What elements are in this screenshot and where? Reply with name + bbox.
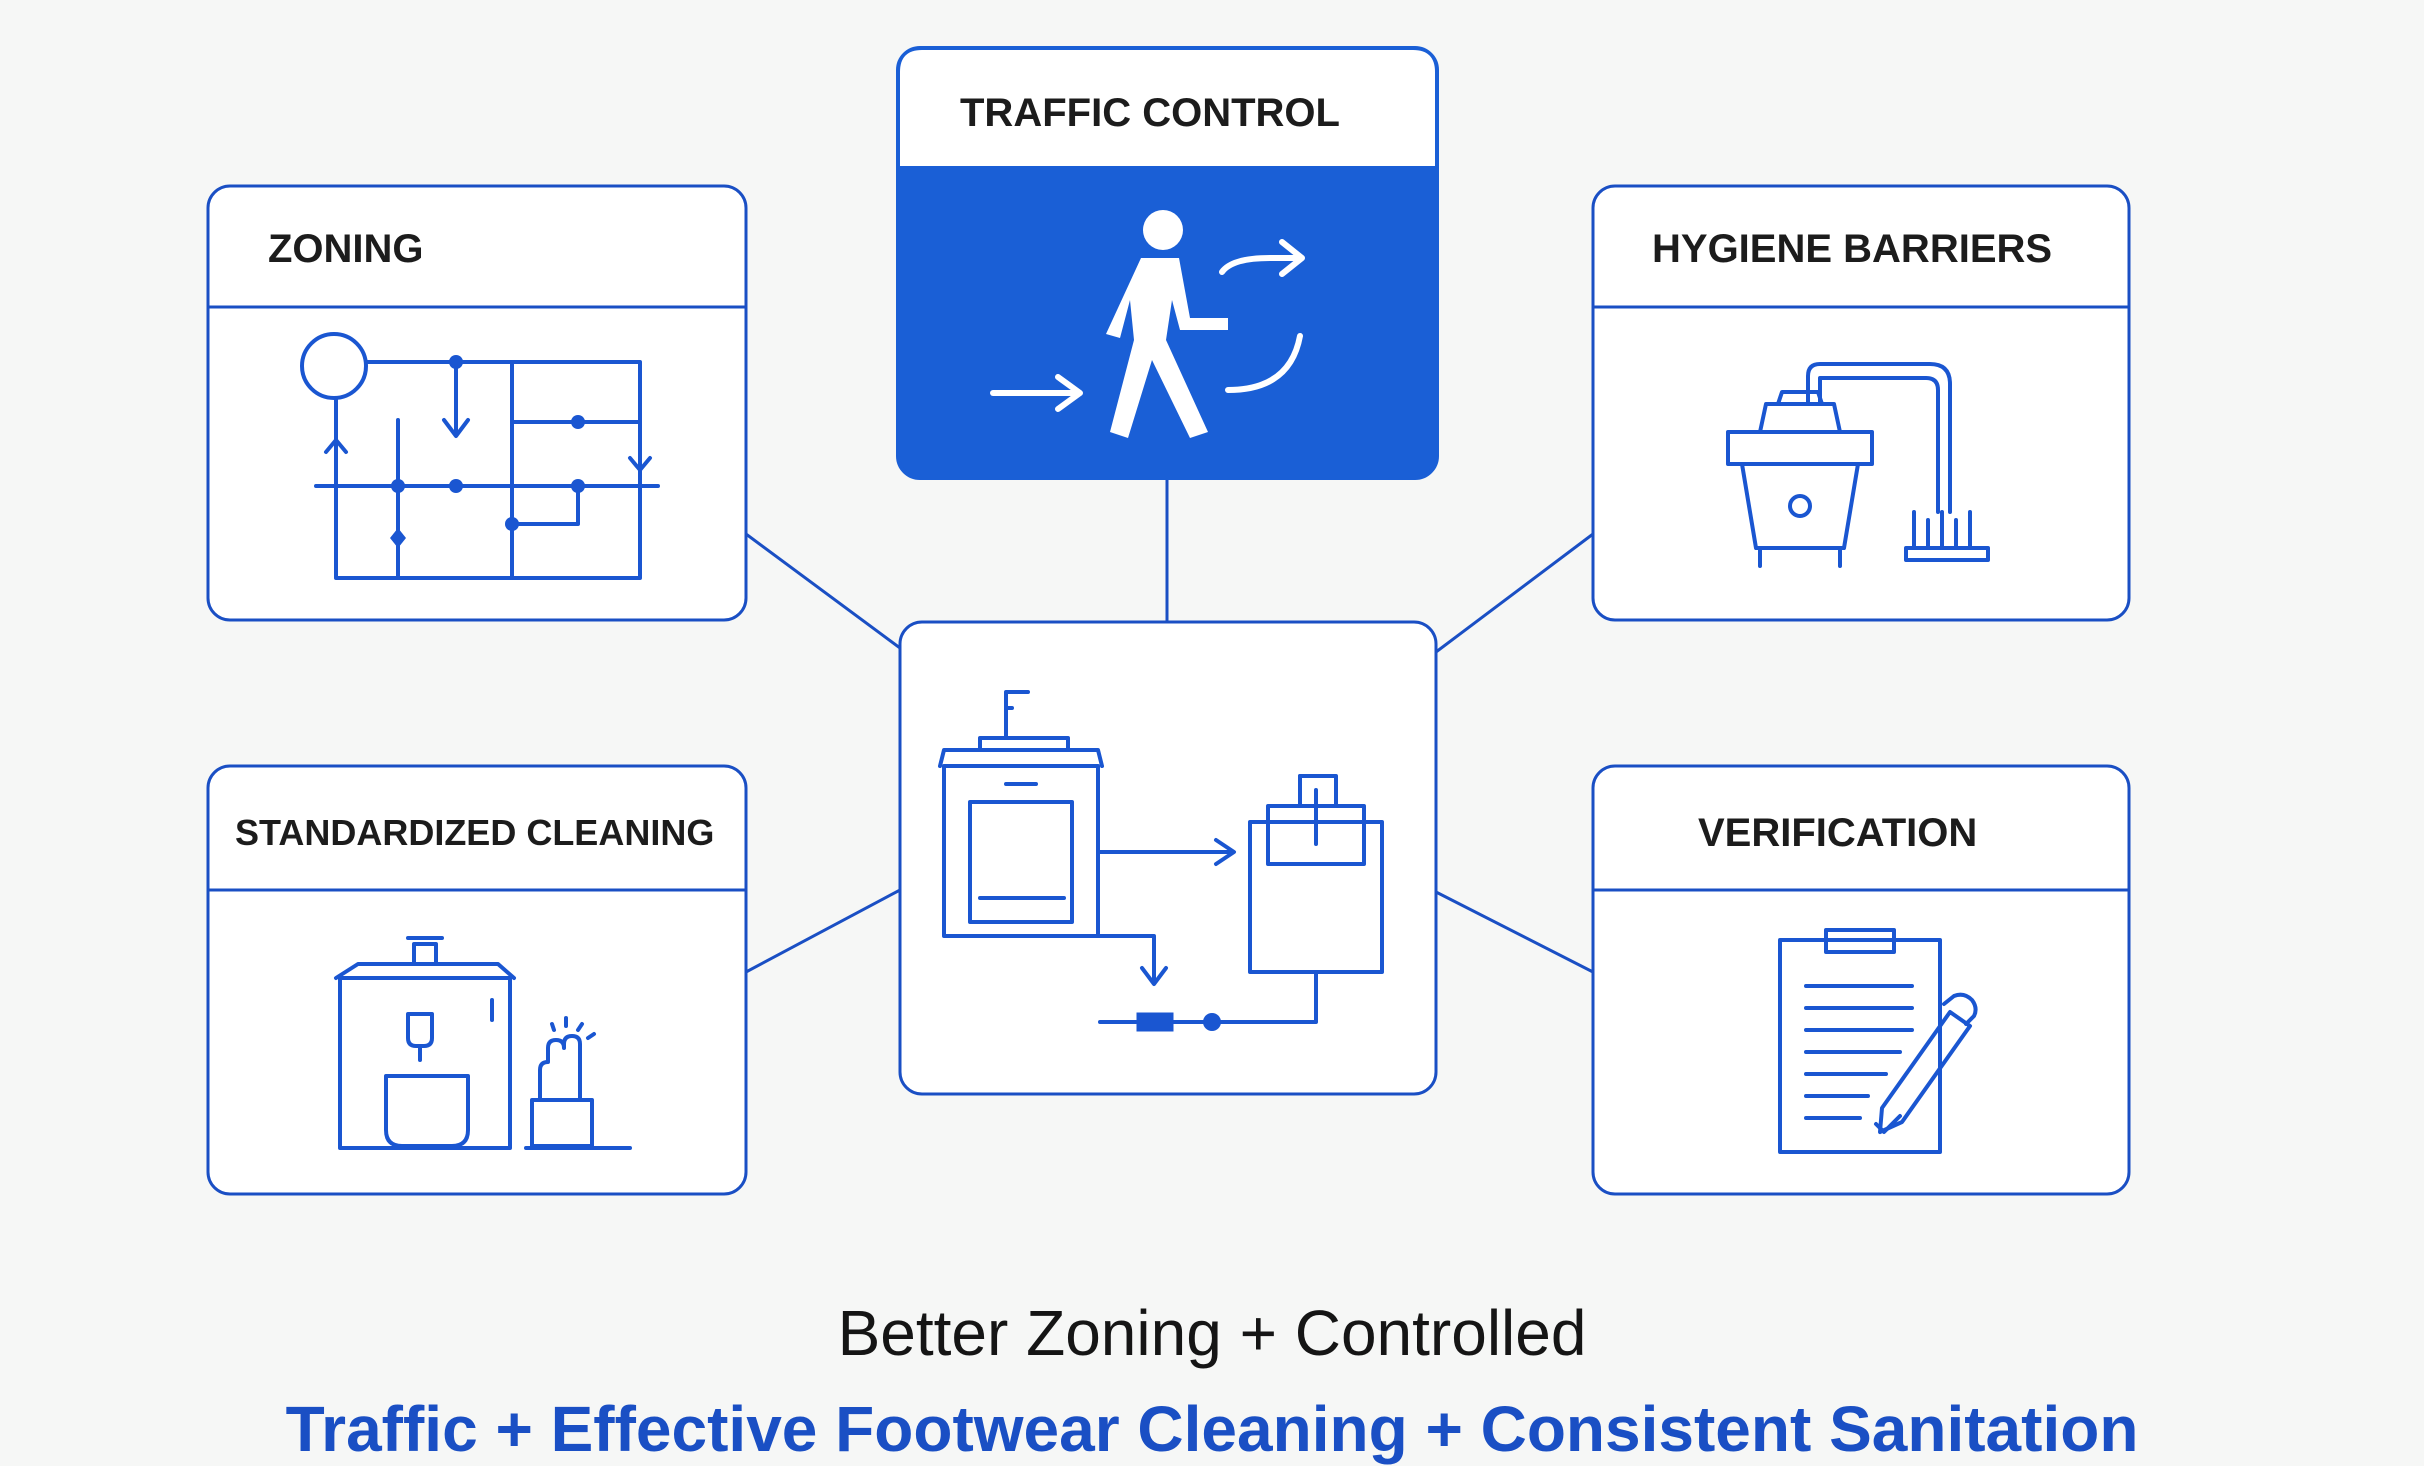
boot-wash-machine-icon — [1726, 362, 1990, 568]
zone-map-icon — [300, 332, 660, 580]
node-title-hygiene-barriers: HYGIENE BARRIERS — [1652, 227, 2052, 271]
connector-zoning-center — [745, 532, 901, 650]
node-zoning: ZONING — [206, 184, 748, 622]
clipboard-checklist-icon — [1778, 928, 1978, 1154]
sanitation-process-flow-icon — [938, 690, 1384, 1032]
node-standardized-cleaning: STANDARDIZED CLEANING — [206, 764, 748, 1196]
node-title-verification: VERIFICATION — [1698, 811, 1977, 855]
node-title-standardized-cleaning: STANDARDIZED CLEANING — [235, 812, 714, 853]
connector-lines — [745, 478, 1594, 974]
node-title-traffic-control: TRAFFIC CONTROL — [960, 91, 1340, 135]
person-walking-arrows-icon — [990, 210, 1305, 438]
connector-cleaning-center — [745, 888, 901, 974]
node-hygiene-barriers: HYGIENE BARRIERS — [1591, 184, 2131, 622]
node-title-zoning: ZONING — [268, 227, 424, 271]
caption-line-1: Better Zoning + Controlled — [837, 1297, 1587, 1369]
caption-line-2: Traffic + Effective Footwear Cleaning + … — [285, 1393, 2139, 1465]
node-center — [898, 620, 1438, 1096]
connector-verification-center — [1435, 890, 1594, 974]
node-verification: VERIFICATION — [1591, 764, 2131, 1196]
node-traffic-control: TRAFFIC CONTROL — [896, 46, 1439, 480]
cleaning-station-icon — [334, 936, 632, 1150]
connector-hygiene-center — [1435, 532, 1594, 654]
